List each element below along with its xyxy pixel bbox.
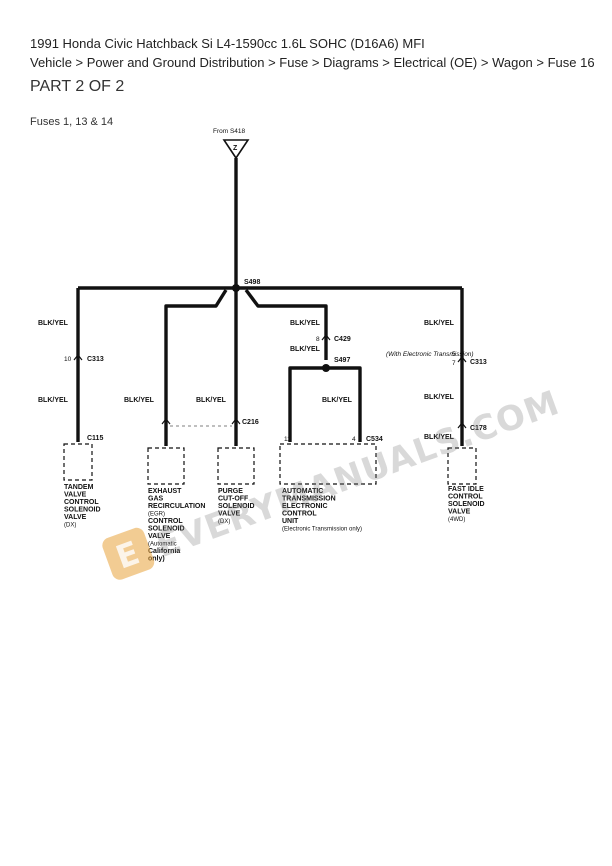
idle-label-line: (4WD): [448, 517, 465, 523]
c429-pin: 8: [316, 336, 320, 343]
c313-right-mark: [457, 356, 467, 363]
splice-s497: [322, 364, 330, 372]
wire-label-right-bottom: BLK/YEL: [424, 434, 455, 441]
c429-mark: [321, 334, 331, 341]
idle-box: [447, 447, 477, 485]
wires: [76, 158, 464, 446]
watermark-text: EVERYMANUALS.COM: [151, 383, 565, 566]
tandem-label-line: (DX): [64, 523, 76, 529]
egr-label-line: GAS: [148, 496, 164, 503]
part-heading: PART 2 OF 2: [30, 78, 125, 95]
breadcrumb: Vehicle > Power and Ground Distribution …: [30, 55, 595, 70]
idle-label-line: CONTROL: [448, 494, 483, 501]
c216-mark: [231, 418, 241, 425]
purge-box: [217, 447, 255, 485]
tcm-label-line: ELECTRONIC: [282, 503, 328, 510]
wire-label-tcm-loop: BLK/YEL: [322, 397, 353, 404]
idle-label-line: VALVE: [448, 509, 471, 516]
c313-right-pin-a: 5: [452, 351, 456, 358]
c313-left-pin: 10: [64, 356, 72, 363]
wire-label-tcm-top: BLK/YEL: [290, 320, 321, 327]
egr-mark: [161, 418, 171, 425]
tcm-label-line: TRANSMISSION: [282, 496, 336, 503]
splice-s498: [232, 284, 240, 292]
c178-mark: [457, 422, 467, 429]
purge-label-line: (DX): [218, 519, 230, 525]
tcm-label-line: CONTROL: [282, 511, 317, 518]
tcm-label-line: UNIT: [282, 518, 299, 525]
egr-label-line: CONTROL: [148, 518, 183, 525]
tandem-label-line: CONTROL: [64, 499, 99, 506]
c429-label: C429: [334, 336, 351, 343]
wire-label-right-mid: BLK/YEL: [424, 394, 455, 401]
c313-left-label: C313: [87, 356, 104, 363]
tcm-box: [279, 443, 377, 485]
egr-label-line: California: [148, 548, 180, 555]
c178-label: C178: [470, 425, 487, 432]
wire-label-tcm-mid: BLK/YEL: [290, 346, 321, 353]
splice-s498-label: S498: [244, 279, 260, 286]
splice-s497-label: S497: [334, 357, 350, 364]
idle-label-line: SOLENOID: [448, 501, 485, 508]
tandem-label-line: VALVE: [64, 492, 87, 499]
c534-pin-left: 11: [284, 436, 291, 443]
purge-label-line: SOLENOID: [218, 503, 255, 510]
idle-label-line: FAST IDLE: [448, 486, 484, 493]
egr-label-line: RECIRCULATION: [148, 503, 205, 510]
egr-label-line: VALVE: [148, 533, 171, 540]
c216-label: C216: [242, 419, 259, 426]
fuses-label: Fuses 1, 13 & 14: [30, 116, 114, 128]
egr-label-line: only): [148, 556, 165, 563]
c313-left-mark: [73, 354, 83, 361]
wire-label-left-top: BLK/YEL: [38, 320, 69, 327]
watermark: E EVERYMANUALS.COM: [102, 383, 565, 580]
egr-label-line: EXHAUST: [148, 488, 182, 495]
source-label: From S418: [213, 128, 246, 135]
purge-label-line: VALVE: [218, 511, 241, 518]
egr-label-line: (Automatic: [148, 542, 177, 548]
connector-marks: [73, 334, 467, 429]
tcm-label-line: AUTOMATIC: [282, 488, 323, 495]
watermark-logo: [102, 527, 155, 580]
page-title: 1991 Honda Civic Hatchback Si L4-1590cc …: [30, 36, 425, 51]
source-pin: Z: [233, 145, 238, 152]
c534-pin-right: 4: [352, 436, 356, 443]
tandem-label-line: SOLENOID: [64, 507, 101, 514]
egr-box: [147, 447, 185, 485]
wire-label-purge: BLK/YEL: [196, 397, 227, 404]
source-triangle: [222, 139, 250, 160]
purge-label-line: PURGE: [218, 488, 243, 495]
tandem-box: [63, 443, 93, 481]
egr-label-line: (EGR): [148, 512, 165, 518]
egr-label-line: SOLENOID: [148, 526, 185, 533]
tandem-label-line: TANDEM: [64, 484, 94, 491]
wire-label-right-top: BLK/YEL: [424, 320, 455, 327]
tcm-wire-note: (With Electronic Transmission): [386, 351, 474, 358]
c313-right-pin-b: 7: [452, 360, 456, 367]
c313-right-label: C313: [470, 359, 487, 366]
wire-label-egr: BLK/YEL: [124, 397, 155, 404]
tandem-label-line: VALVE: [64, 514, 87, 521]
c115-label: C115: [87, 435, 103, 442]
c534-label: C534: [366, 436, 383, 443]
purge-label-line: CUT-OFF: [218, 496, 249, 503]
tcm-label-line: (Electronic Transmission only): [282, 527, 362, 533]
component-boxes: [63, 443, 477, 485]
wire-label-left-bottom: BLK/YEL: [38, 397, 69, 404]
